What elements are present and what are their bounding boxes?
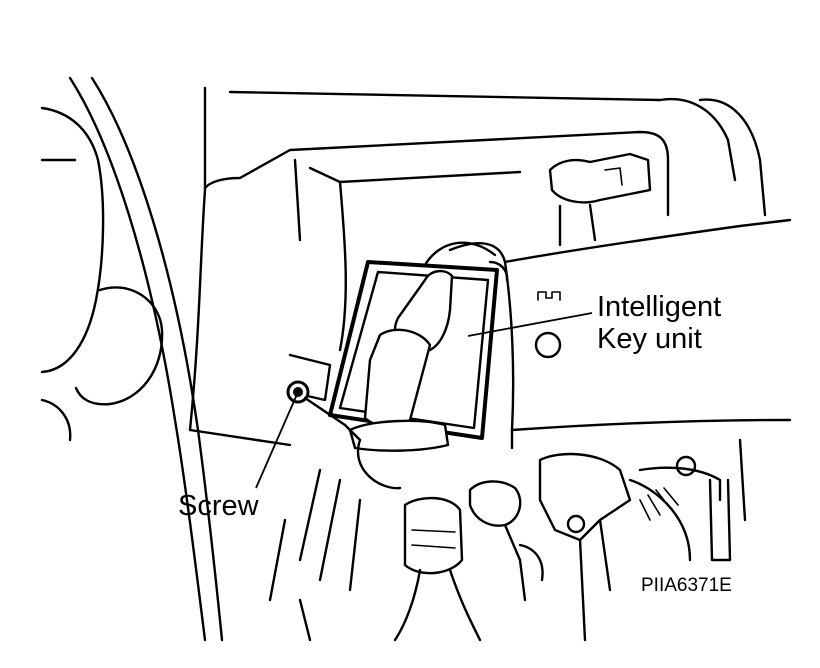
intelligent-key-unit-label-line-1: Intelligent — [597, 291, 722, 323]
screw-mount — [286, 353, 362, 442]
figure-code: PIIA6371E — [641, 575, 732, 596]
wiring-harness-connector — [348, 269, 454, 490]
intelligent-key-unit-label-line-2: Key unit — [597, 323, 702, 356]
door-frame-lines — [40, 76, 292, 642]
lower-harness-bundle — [268, 468, 679, 642]
screw-label: Screw — [178, 490, 259, 522]
steering-column-area — [538, 438, 747, 642]
intelligent-key-unit-label: Intelligent Key unit — [597, 291, 721, 356]
dashboard-trim-panel — [188, 86, 670, 432]
callout-leader-lines — [255, 312, 593, 489]
upper-bracket — [548, 97, 767, 247]
